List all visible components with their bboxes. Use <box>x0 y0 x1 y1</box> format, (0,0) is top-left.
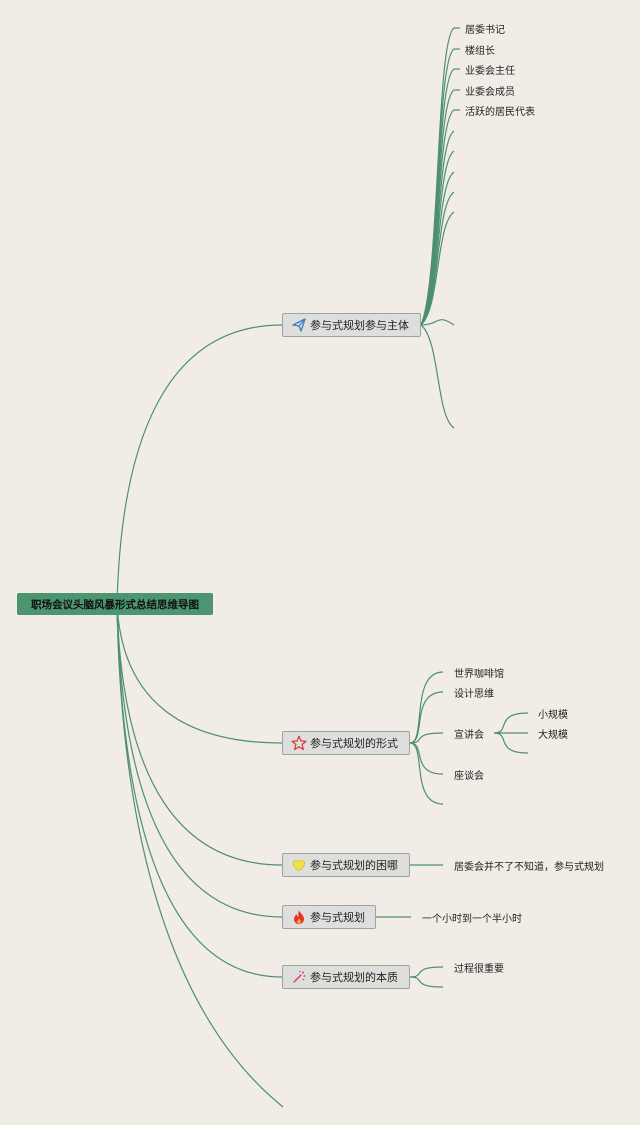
star-icon <box>291 735 307 751</box>
leaf-node[interactable]: 业委会主任 <box>465 65 515 77</box>
sparkle-wand-icon <box>291 969 307 985</box>
branch-label: 参与式规划的本质 <box>310 971 398 984</box>
leaf-node[interactable]: 楼组长 <box>465 45 495 57</box>
flame-icon <box>291 909 307 925</box>
branch-participants[interactable]: 参与式规划参与主体 <box>282 313 421 337</box>
child-connector <box>409 671 444 744</box>
child-connector <box>409 976 444 988</box>
paper-plane-icon <box>291 317 307 333</box>
root-branch-connector <box>116 324 283 605</box>
child-connector <box>420 319 455 326</box>
leaf-node[interactable]: 业委会成员 <box>465 86 515 98</box>
branch-difficulties[interactable]: 参与式规划的困哪 <box>282 853 410 877</box>
leaf-node[interactable]: 设计思维 <box>454 688 494 700</box>
branch-essence[interactable]: 参与式规划的本质 <box>282 965 410 989</box>
root-branch-connector <box>116 603 283 978</box>
branch-label: 参与式规划 <box>310 911 365 924</box>
child-connector <box>409 691 444 744</box>
leaf-node[interactable]: 世界咖啡馆 <box>454 668 504 680</box>
child-connector <box>420 191 455 326</box>
branch-label: 参与式规划的困哪 <box>310 859 398 872</box>
branch-forms[interactable]: 参与式规划的形式 <box>282 731 410 755</box>
child-connector <box>420 324 455 429</box>
leaf-node[interactable]: 座谈会 <box>454 770 484 782</box>
branch-planning[interactable]: 参与式规划 <box>282 905 376 929</box>
child-connector <box>409 732 444 744</box>
leaf-node[interactable]: 大规模 <box>538 729 568 741</box>
child-connector <box>420 150 455 326</box>
root-branch-connector <box>116 603 283 866</box>
leaf-node[interactable]: 一个小时到一个半小时 <box>422 913 522 925</box>
branch-label: 参与式规划参与主体 <box>310 319 409 332</box>
root-branch-connector <box>116 603 283 918</box>
leaf-node[interactable]: 宣讲会 <box>454 729 484 741</box>
branch-label: 参与式规划的形式 <box>310 737 398 750</box>
leaf-node[interactable]: 居委会并不了不知道，参与式规划 <box>454 861 604 873</box>
leaf-node[interactable]: 居委书记 <box>465 24 505 36</box>
leaf-node[interactable]: 小规模 <box>538 709 568 721</box>
heart-icon <box>291 857 307 873</box>
leaf-node[interactable]: 过程很重要 <box>454 963 504 975</box>
root-branch-connector <box>116 603 283 744</box>
leaf-node[interactable]: 活跃的居民代表 <box>465 106 535 118</box>
root-topic[interactable]: 职场会议头脑风暴形式总结思维导图 <box>17 593 213 615</box>
grandchild-connector <box>493 732 529 754</box>
child-connector <box>420 171 455 326</box>
root-branch-connector <box>116 603 284 1108</box>
child-connector <box>409 966 444 978</box>
child-connector <box>409 742 444 775</box>
child-connector <box>409 742 444 805</box>
child-connector <box>420 211 455 326</box>
grandchild-connector <box>493 712 529 734</box>
